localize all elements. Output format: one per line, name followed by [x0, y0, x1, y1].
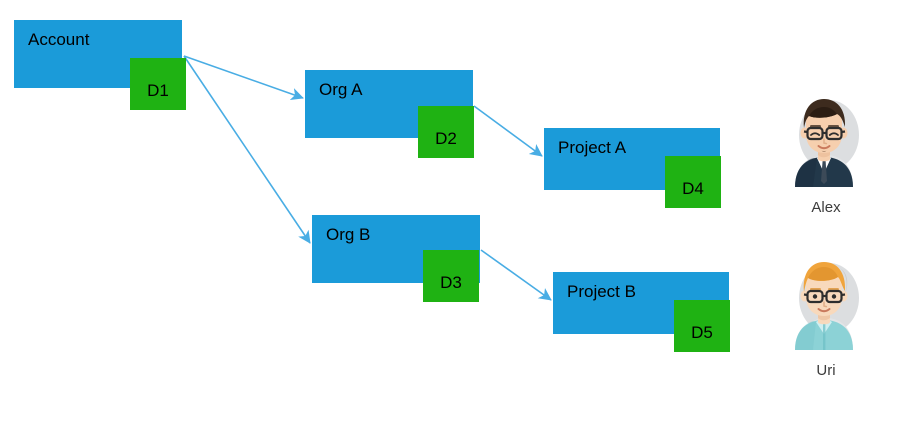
domain-badge-d4[interactable]: D4 — [665, 156, 721, 208]
arrow-org-a-to-project-a — [473, 105, 543, 157]
node-org-a[interactable]: Org A D2 — [305, 70, 474, 158]
person-name-alex: Alex — [811, 199, 841, 216]
arrow-account-to-org-b — [183, 55, 311, 244]
avatar-alex-icon — [783, 95, 869, 187]
node-project-a[interactable]: Project A D4 — [544, 128, 721, 208]
domain-badge-label-d5: D5 — [691, 323, 713, 342]
node-label-org-a: Org A — [319, 80, 363, 99]
avatar-uri-icon — [783, 258, 869, 350]
node-label-project-b: Project B — [567, 282, 636, 301]
node-org-b[interactable]: Org B D3 — [312, 215, 480, 302]
arrow-org-b-to-project-b — [480, 249, 552, 301]
node-label-org-b: Org B — [326, 225, 371, 244]
domain-badge-d1[interactable]: D1 — [130, 58, 186, 110]
person-alex[interactable]: Alex — [783, 95, 869, 217]
node-label-project-a: Project A — [558, 138, 627, 157]
node-label-account: Account — [28, 30, 90, 49]
domain-badge-label-d3: D3 — [440, 273, 462, 292]
node-project-b[interactable]: Project B D5 — [553, 272, 730, 352]
person-uri[interactable]: Uri — [783, 258, 869, 380]
domain-badge-d5[interactable]: D5 — [674, 300, 730, 352]
arrow-account-to-org-a — [183, 55, 304, 100]
domain-badge-label-d2: D2 — [435, 129, 457, 148]
domain-badge-d3[interactable]: D3 — [423, 250, 479, 302]
domain-badge-d2[interactable]: D2 — [418, 106, 474, 158]
domain-badge-label-d1: D1 — [147, 81, 169, 100]
domain-badge-label-d4: D4 — [682, 179, 704, 198]
person-name-uri: Uri — [816, 362, 836, 379]
